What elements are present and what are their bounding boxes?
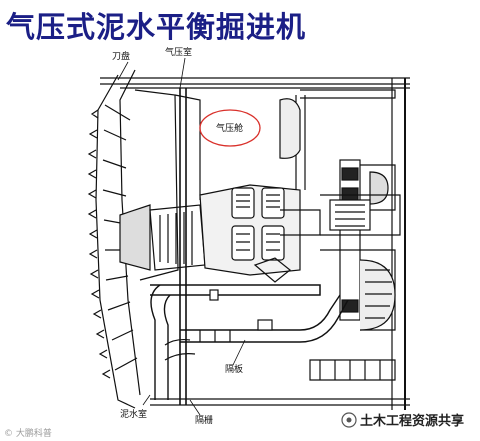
- slurry-pipes: [150, 284, 349, 400]
- label-cutter-disc: 刀盘: [112, 50, 130, 62]
- leader-lines: [117, 57, 246, 416]
- rear-drive-train: [309, 159, 401, 381]
- cutter-head-body: [134, 89, 206, 281]
- label-grille: 隔栅: [195, 414, 213, 426]
- bulkhead-structure: [179, 88, 396, 405]
- drive-motor-assembly: [199, 184, 321, 283]
- watermark-right-text: 土木工程资源共享: [360, 413, 464, 429]
- label-air-cabin: 气压舱: [216, 122, 243, 134]
- label-bulkhead: 隔板: [225, 363, 243, 375]
- watermark-left: © 大鹏科普: [4, 427, 52, 439]
- label-mud-chamber: 泥水室: [120, 408, 147, 420]
- watermark-right: 土木工程资源共享: [341, 412, 464, 429]
- page-title: 气压式泥水平衡掘进机: [6, 10, 307, 44]
- label-air-chamber: 气压室: [165, 46, 192, 58]
- cutter-disc: [87, 69, 151, 409]
